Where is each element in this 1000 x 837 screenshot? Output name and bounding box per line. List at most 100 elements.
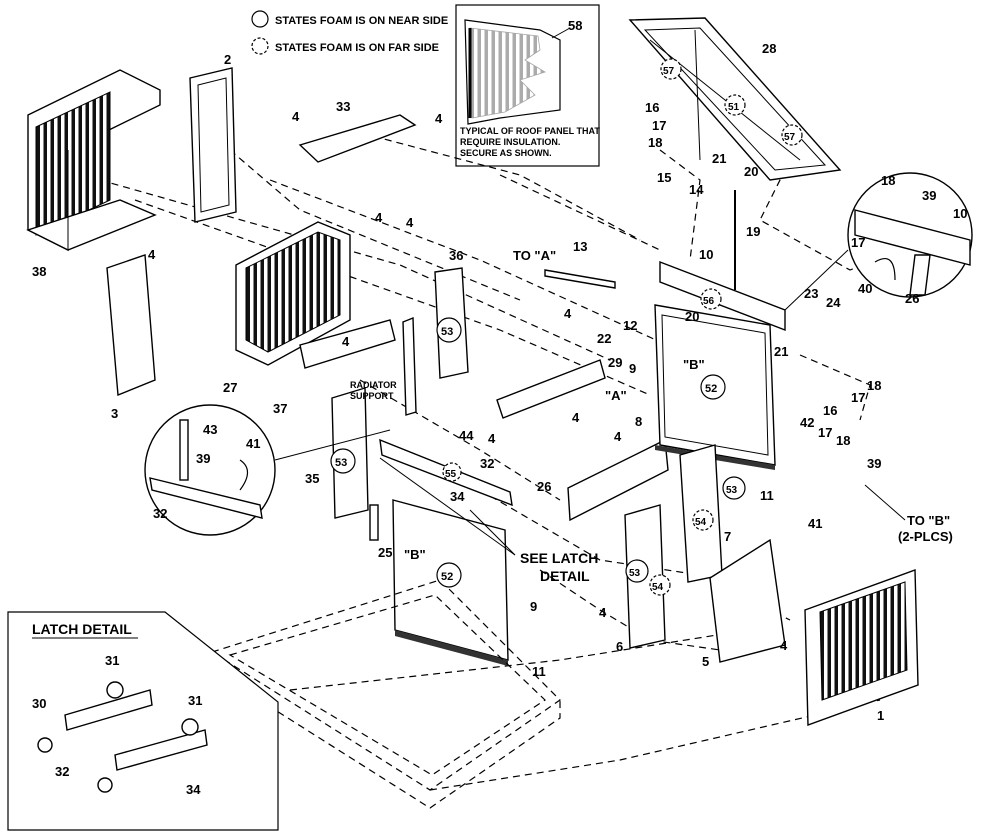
part-label: 18 [836, 433, 850, 448]
part-25-strip [369, 504, 379, 541]
part-label: 42 [800, 415, 814, 430]
part-label: 34 [450, 489, 465, 504]
radiator-support-strip [402, 316, 417, 416]
marker-53-post7-text: 53 [726, 485, 738, 496]
part-label: 10 [953, 206, 967, 221]
marker-53-post6-text: 53 [629, 568, 641, 579]
marker-56-text: 56 [703, 296, 715, 307]
marker-53-post36-text: 53 [441, 326, 453, 338]
part-label: 31 [105, 653, 119, 668]
part-label: 44 [459, 428, 474, 443]
part-label: 18 [867, 378, 881, 393]
part-label: 38 [32, 264, 46, 279]
marker-54-post6-text: 54 [652, 582, 664, 593]
part-8-plate [567, 438, 669, 522]
part-37-bracket [299, 319, 396, 369]
part-label: 20 [685, 309, 699, 324]
two-places-callout: (2-PLCS) [898, 529, 953, 544]
see-latch-line2: DETAIL [540, 568, 590, 584]
to-a-callout: TO "A" [513, 248, 556, 263]
part-label: 4 [435, 111, 443, 126]
part-3-side-panel [106, 254, 156, 397]
marker-51-text: 51 [728, 102, 740, 113]
part-label: 4 [614, 429, 622, 444]
part-label: 40 [858, 281, 872, 296]
part-label: 32 [480, 456, 494, 471]
part-label: 15 [657, 170, 671, 185]
radiator-support-line1: RADIATOR [350, 380, 397, 390]
legend-near-side: STATES FOAM IS ON NEAR SIDE [275, 15, 448, 27]
part-label: 9 [629, 361, 636, 376]
part-2-frame [189, 67, 237, 223]
see-latch-line1: SEE LATCH [520, 550, 598, 566]
part-label: 19 [746, 224, 760, 239]
part-label: 13 [573, 239, 587, 254]
part-label: 41 [808, 516, 822, 531]
legend: STATES FOAM IS ON NEAR SIDE STATES FOAM … [251, 10, 448, 55]
part-label: 4 [406, 215, 414, 230]
part-label: 16 [645, 100, 659, 115]
part-1-front-grille [804, 569, 919, 726]
marker-57-a [660, 58, 682, 80]
part-29-plate [496, 359, 606, 419]
legend-far-side: STATES FOAM IS ON FAR SIDE [275, 42, 439, 54]
part-label: 32 [153, 506, 167, 521]
part-label: 12 [623, 318, 637, 333]
to-b-callout: TO "B" [907, 513, 950, 528]
roof-insulation-inset: TYPICAL OF ROOF PANEL THAT REQUIRE INSUL… [455, 4, 600, 167]
part-label: 25 [378, 545, 392, 560]
part-label: 18 [881, 173, 895, 188]
marker-57-b [781, 124, 803, 146]
part-label: 4 [572, 410, 580, 425]
b-lower-callout: "B" [404, 547, 426, 562]
part-label: 32 [55, 764, 69, 779]
marker-57-b-text: 57 [784, 132, 796, 143]
marker-53-post36 [436, 317, 462, 343]
marker-53-post6 [625, 559, 649, 583]
radiator-support-line2: SUPPORT [350, 391, 394, 401]
part-label: 4 [375, 210, 383, 225]
latch-detail-title: LATCH DETAIL [32, 621, 132, 637]
part-27-inner-panel [235, 221, 351, 366]
part-label: 20 [744, 164, 758, 179]
part-number-labels: 1 2 3 4 4 4 4 4 4 4 4 4 4 4 4 5 6 7 8 9 … [32, 41, 967, 797]
part-label: 31 [188, 693, 202, 708]
foam-markers: 57 51 57 56 52 53 53 55 52 53 54 53 54 5… [330, 18, 803, 596]
part-label: 24 [826, 295, 841, 310]
part-label: 21 [712, 151, 726, 166]
roof-note-line3: SECURE AS SHOWN. [460, 148, 552, 158]
part-label: 1 [877, 708, 884, 723]
marker-58-text: 58 [568, 18, 582, 33]
part-label: 11 [760, 488, 774, 503]
part-label: 39 [867, 456, 881, 471]
part-label: 16 [823, 403, 837, 418]
part-33-top-plate [298, 114, 417, 163]
part-label: 2 [224, 52, 231, 67]
part-label: 5 [702, 654, 709, 669]
part-label: 4 [292, 109, 300, 124]
detail-circle-left [144, 404, 391, 536]
part-label: 37 [273, 401, 287, 416]
part-label: 9 [530, 599, 537, 614]
part-label: 35 [305, 471, 319, 486]
far-side-symbol-icon [251, 37, 269, 55]
part-10-rail [659, 260, 786, 332]
part-label: 30 [32, 696, 46, 711]
part-label: 17 [818, 425, 832, 440]
roof-note-line1: TYPICAL OF ROOF PANEL THAT [460, 126, 600, 136]
part-label: 34 [186, 782, 201, 797]
part-label: 43 [203, 422, 217, 437]
part-label: 26 [537, 479, 551, 494]
part-label: 21 [774, 344, 788, 359]
part-label: 29 [608, 355, 622, 370]
part-label: 26 [905, 291, 919, 306]
part-label: 3 [111, 406, 118, 421]
marker-52-lower-text: 52 [441, 571, 453, 583]
part-13-strap [544, 269, 616, 289]
latch-detail-box [7, 611, 279, 831]
part-label: 23 [804, 286, 818, 301]
part-label: 4 [148, 247, 156, 262]
part-label: 41 [246, 436, 260, 451]
marker-52-upper [700, 374, 726, 400]
